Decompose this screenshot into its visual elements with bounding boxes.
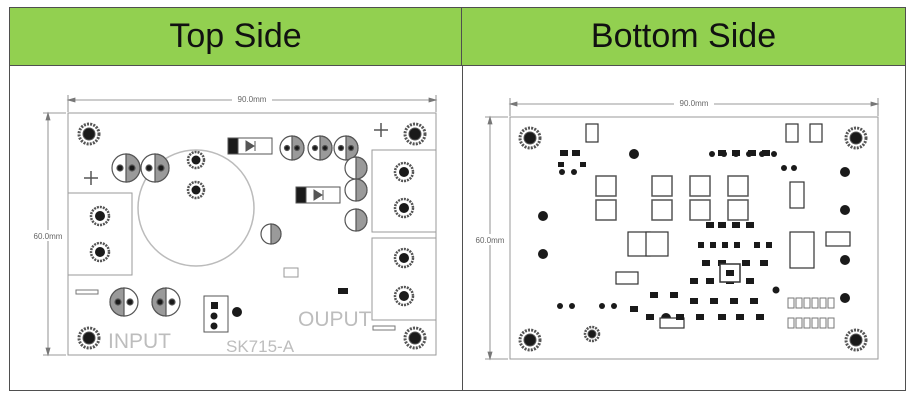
ic-footprints [595, 175, 749, 221]
capacitors [109, 135, 368, 317]
controller-ic [719, 263, 741, 283]
part-number-silk-label: SK715-A [226, 337, 295, 356]
smd-pads [585, 123, 851, 329]
top-side-header: Top Side [10, 8, 462, 66]
input-terminal-block [67, 192, 133, 276]
height-dimension-label: 60.0mm [34, 232, 63, 241]
width-dimension-label-bottom: 90.0mm [680, 99, 709, 108]
top-side-board-drawing: 90.0mm 60.0mm [28, 94, 438, 357]
mounting-holes [77, 122, 427, 350]
output-silk-label: OUPUT [298, 308, 372, 331]
panel-divider [462, 66, 463, 390]
inductor [137, 149, 255, 267]
height-dimension-label-bottom: 60.0mm [476, 236, 505, 245]
regulator-header [203, 295, 242, 333]
output-terminal-block [371, 149, 437, 321]
diodes [227, 137, 341, 204]
bottom-side-board-drawing: 90.0mm 60.0mm [470, 98, 880, 361]
polarity-markers [84, 123, 388, 185]
header-footprint [787, 297, 835, 329]
bottom-side-header: Bottom Side [462, 8, 905, 66]
input-silk-label: INPUT [108, 330, 171, 353]
small-pads [75, 267, 396, 331]
smd-small-pads [558, 150, 772, 320]
mounting-holes-bottom [518, 126, 868, 352]
width-dimension-label: 90.0mm [238, 95, 267, 104]
